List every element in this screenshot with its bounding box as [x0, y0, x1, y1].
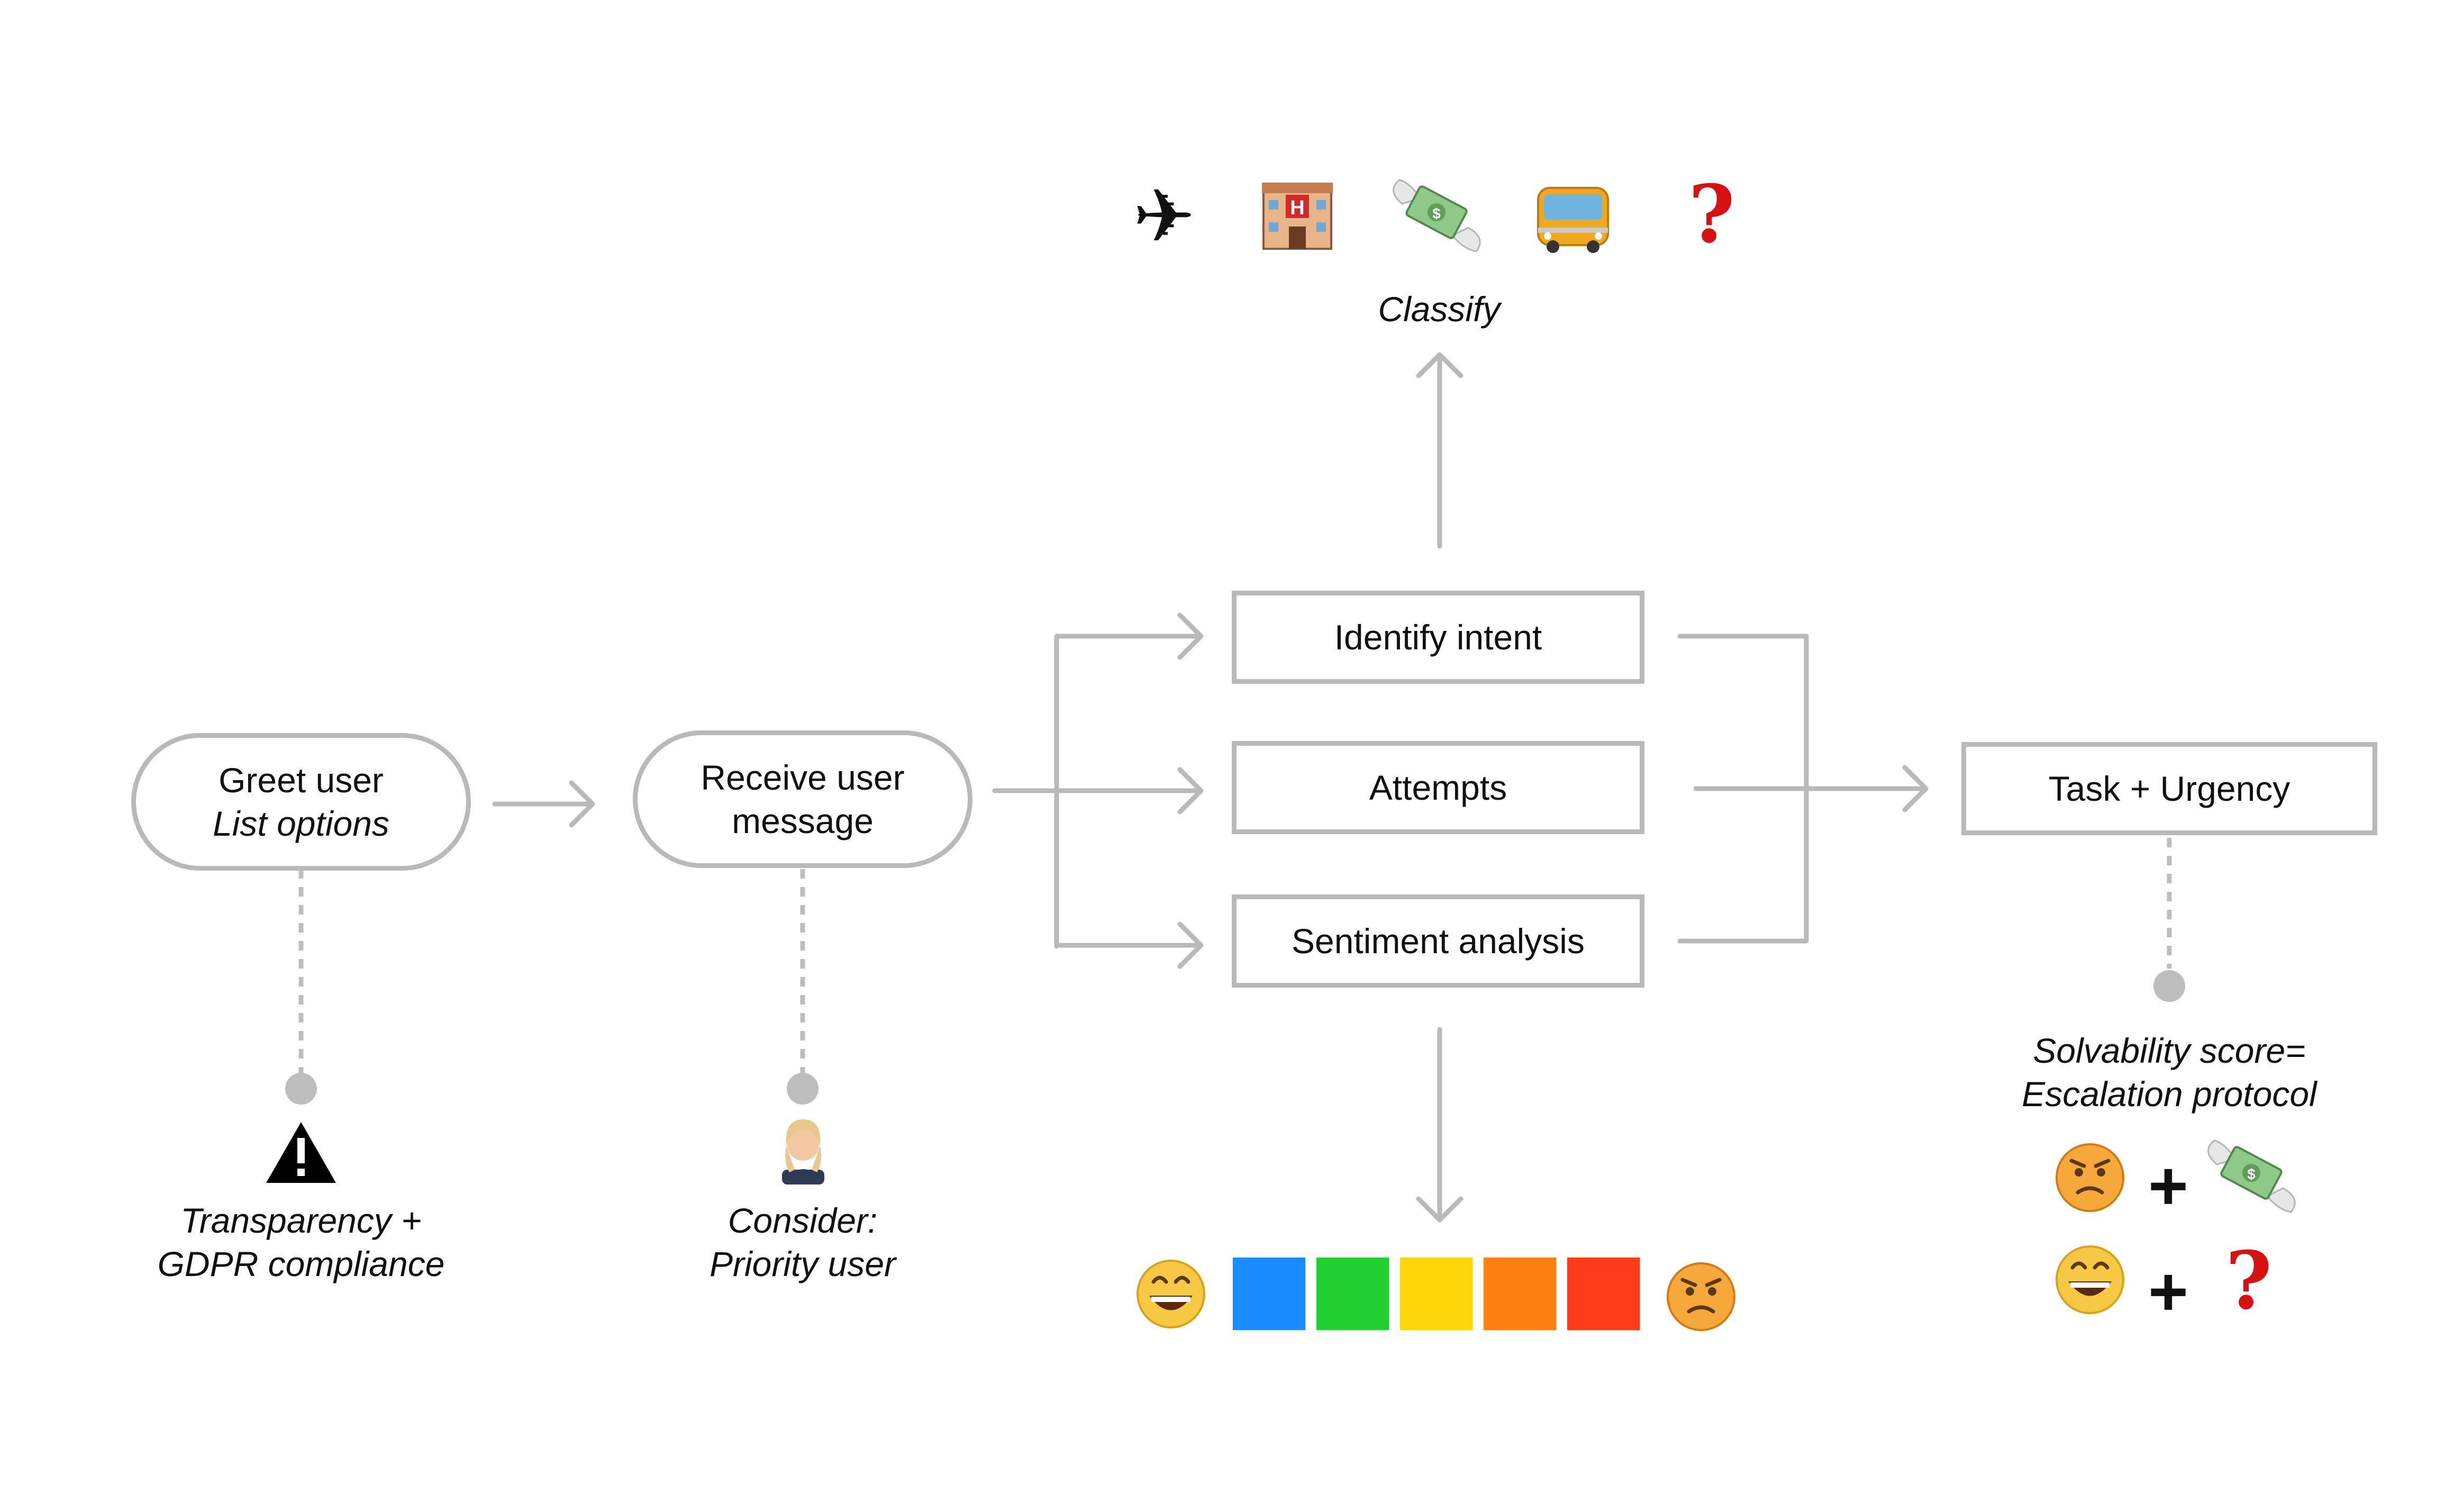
sentiment-analysis-node: Sentiment analysis	[1232, 894, 1644, 988]
airplane-icon: ✈	[1133, 174, 1195, 260]
angry-face-icon	[1667, 1262, 1735, 1331]
greet-user-label: Greet user	[219, 761, 384, 800]
grinning-face-icon	[1136, 1260, 1205, 1328]
attempts-label: Attempts	[1369, 768, 1507, 807]
svg-text:$: $	[2247, 1166, 2256, 1182]
arrowhead-identify	[1177, 612, 1204, 660]
escalation-protocol-label: Escalation protocol	[2022, 1074, 2317, 1114]
grinning-face-icon	[2056, 1245, 2124, 1314]
sentiment-swatch-4	[1484, 1258, 1556, 1330]
leader-dot-task	[2153, 970, 2185, 1002]
plus-operator-2: +	[2148, 1253, 2188, 1330]
sentiment-swatch-1	[1233, 1258, 1305, 1330]
consider-label: Consider:	[728, 1201, 878, 1240]
identify-intent-label: Identify intent	[1334, 618, 1542, 657]
sentiment-analysis-label: Sentiment analysis	[1292, 921, 1585, 961]
warning-icon	[266, 1122, 336, 1183]
task-urgency-node: Task + Urgency	[1961, 742, 2377, 835]
gdpr-compliance-label: GDPR compliance	[157, 1244, 445, 1283]
message-label: message	[732, 801, 874, 840]
identify-intent-node: Identify intent	[1232, 591, 1644, 684]
receive-user-label: Receive user	[701, 758, 905, 797]
solvability-score-label: Solvability score=	[2033, 1031, 2306, 1070]
arrowhead-sentiment	[1177, 921, 1204, 969]
angry-face-icon	[2056, 1143, 2124, 1212]
attempts-node: Attempts	[1232, 741, 1644, 834]
plus-operator-1: +	[2148, 1147, 2188, 1224]
arrowhead-task	[1902, 765, 1929, 812]
leader-dot-receive	[787, 1073, 819, 1105]
receive-message-node: Receive user message	[633, 730, 972, 868]
sentiment-swatch-3	[1400, 1258, 1472, 1330]
money-with-wings-icon: $	[2207, 1140, 2296, 1213]
priority-user-label: Priority user	[709, 1244, 896, 1283]
leader-dot-greet	[285, 1073, 317, 1105]
arrowhead-classify	[1416, 352, 1463, 378]
question-mark-icon: ?	[2225, 1234, 2272, 1327]
greet-user-node: Greet user List options	[131, 733, 471, 871]
sentiment-swatch-5	[1567, 1258, 1640, 1330]
transparency-label: Transparency +	[180, 1201, 422, 1240]
arrowhead-attempts	[1177, 767, 1204, 815]
classify-label: Classify	[1378, 290, 1501, 329]
connector-to-identify	[1054, 634, 1204, 949]
person-icon	[782, 1119, 824, 1185]
arrowhead-scale	[1416, 1196, 1463, 1223]
sentiment-swatch-2	[1316, 1258, 1389, 1330]
question-mark-icon: ?	[1688, 168, 1735, 261]
list-options-label: List options	[213, 804, 389, 843]
arrowhead-receive	[569, 780, 595, 828]
task-urgency-label: Task + Urgency	[2048, 769, 2290, 808]
